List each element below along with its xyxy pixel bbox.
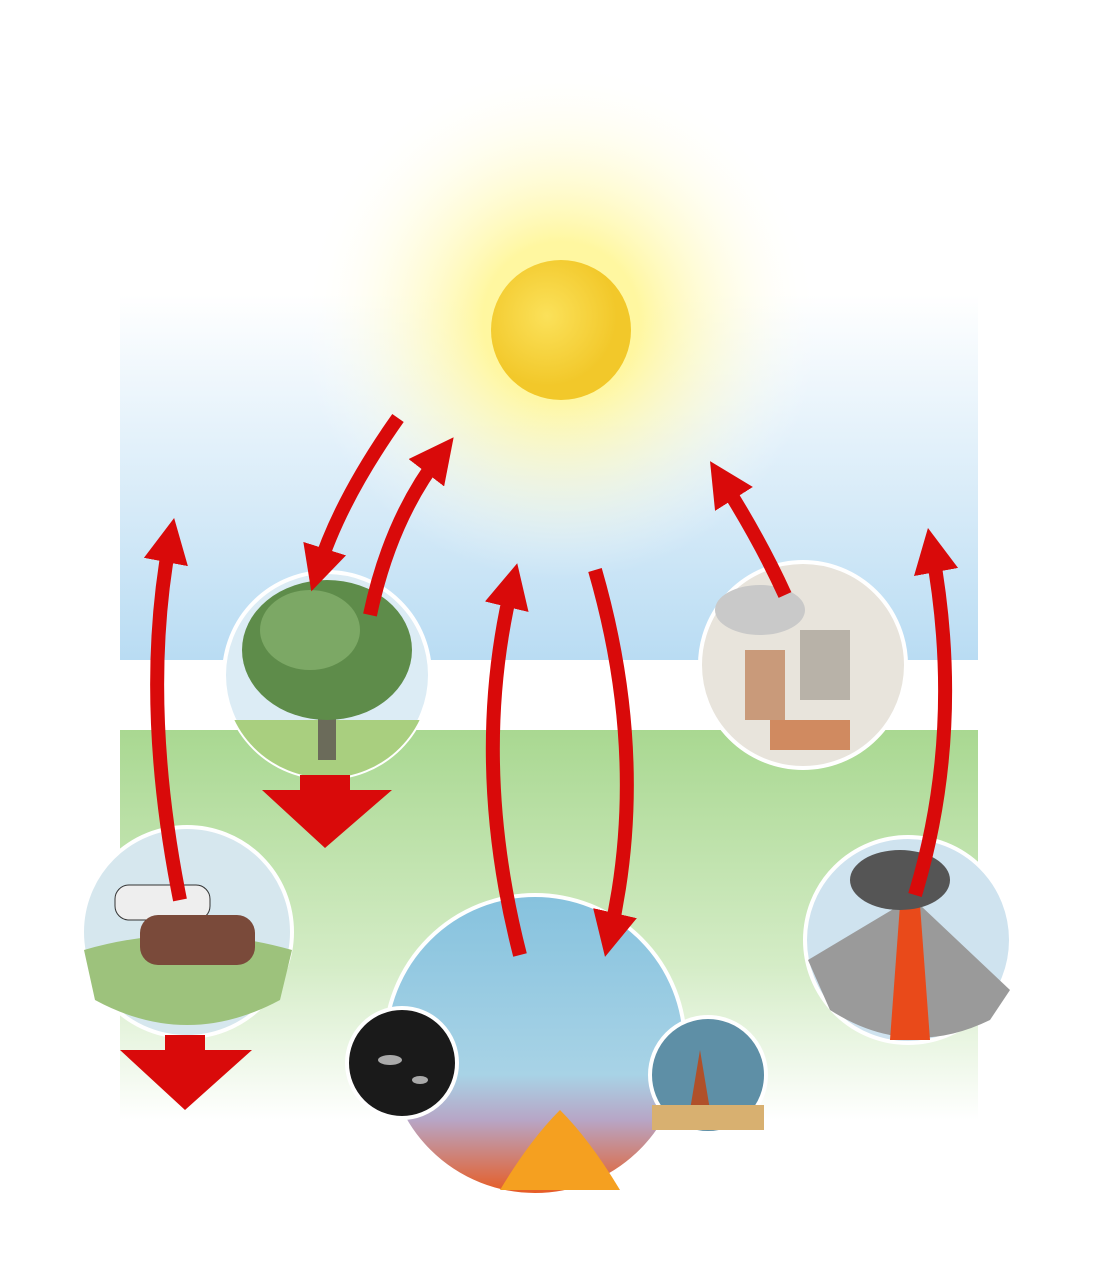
- cows-air-arrow: [143, 517, 188, 902]
- factory-icon: [698, 560, 908, 770]
- ocean-to-air-arrow: [484, 563, 529, 957]
- tree-to-air-arrow: [363, 437, 454, 617]
- cows-icon: [80, 825, 294, 1039]
- volcano-icon: [803, 835, 1013, 1045]
- sun-icon: [491, 260, 631, 400]
- red-flow-arrows: [143, 413, 959, 957]
- air-to-ocean-arrow: [588, 568, 637, 957]
- volcano-to-air-arrow: [908, 527, 959, 898]
- hydrothermal-vent-icon: [648, 1015, 768, 1135]
- tree-icon: [222, 570, 432, 780]
- tree-down-arrow: [262, 775, 392, 848]
- plankton-icon: [345, 1006, 459, 1120]
- ocean-floor-icon: [383, 893, 687, 1197]
- sun-to-tree-arrow: [303, 413, 404, 592]
- factory-to-air-arrow: [710, 461, 792, 598]
- cows-down-arrow: [120, 1035, 252, 1110]
